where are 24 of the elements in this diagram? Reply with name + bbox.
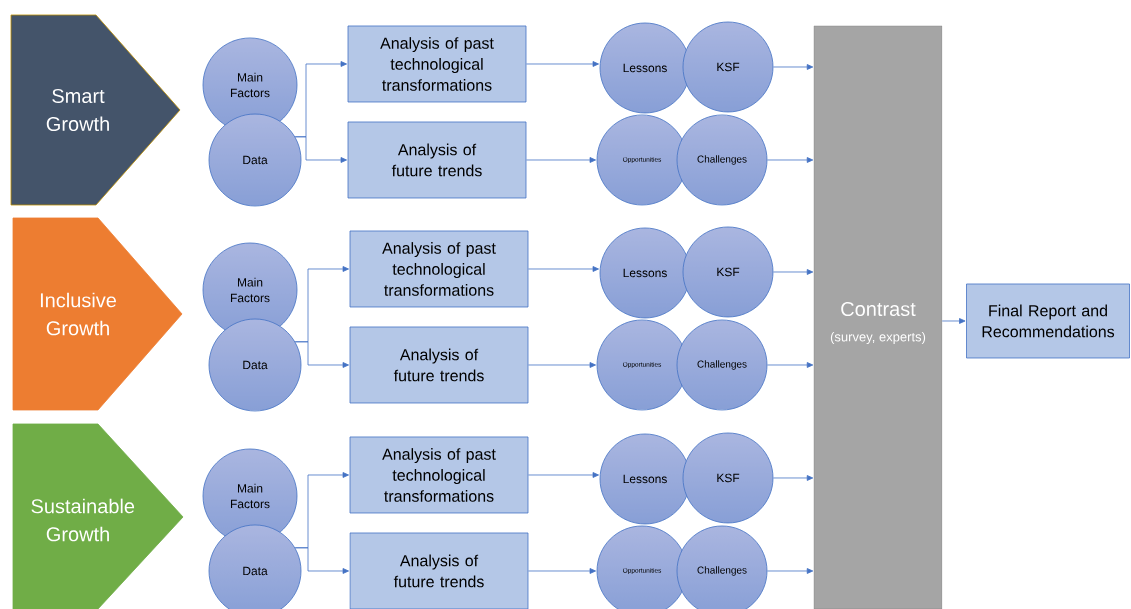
arrow bbox=[528, 568, 596, 574]
process-box: Analysis of future trends bbox=[349, 326, 529, 404]
process-box: Analysis of future trends bbox=[349, 532, 529, 609]
arrow bbox=[767, 362, 814, 368]
arrow bbox=[526, 157, 596, 163]
arrow bbox=[941, 318, 966, 324]
contrast-bar: Contrast (survey, experts) bbox=[813, 25, 943, 609]
process-box: Analysis of future trends bbox=[347, 121, 527, 199]
arrow bbox=[294, 341, 349, 368]
arrow bbox=[773, 475, 814, 481]
arrow bbox=[528, 362, 596, 368]
arrow bbox=[528, 266, 599, 272]
arrow bbox=[773, 64, 814, 70]
arrow bbox=[528, 472, 599, 478]
arrow bbox=[767, 157, 814, 163]
arrow bbox=[773, 269, 814, 275]
process-box: Analysis of past technological transformations bbox=[349, 436, 529, 514]
arrow bbox=[526, 61, 599, 67]
arrow bbox=[294, 136, 347, 163]
arrow bbox=[767, 568, 814, 574]
process-box: Analysis of past technological transformations bbox=[349, 230, 529, 308]
process-box: Final Report and Recommendations bbox=[966, 283, 1130, 359]
process-box: Analysis of past technological transformations bbox=[347, 25, 527, 103]
arrow bbox=[294, 547, 349, 574]
